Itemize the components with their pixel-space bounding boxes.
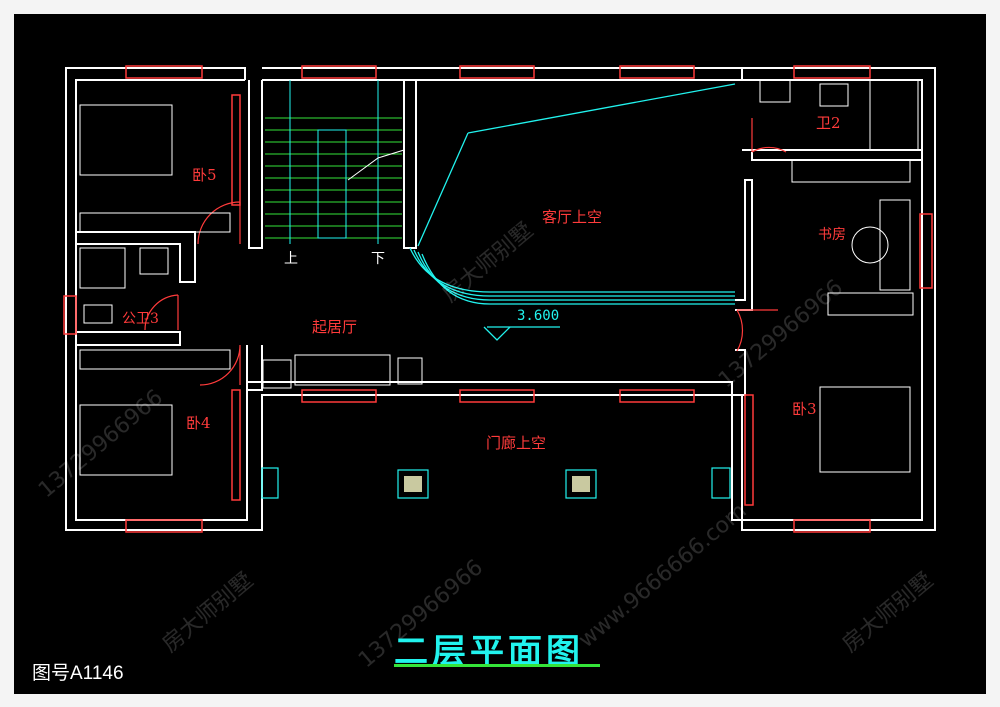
- sofa: [294, 354, 391, 386]
- door-swing: [199, 344, 241, 386]
- title-underline: [394, 664, 600, 667]
- side-table: [397, 357, 423, 385]
- furniture: [79, 79, 919, 476]
- window: [619, 65, 695, 79]
- door-swing: [144, 294, 179, 331]
- chair: [851, 226, 889, 264]
- column-core: [572, 476, 590, 492]
- window: [919, 213, 933, 289]
- elevation-marker: [483, 326, 511, 341]
- wardrobe: [79, 212, 231, 233]
- staircase: [265, 80, 405, 244]
- window: [63, 295, 77, 335]
- study-wall: [735, 179, 753, 311]
- stair-well: [317, 129, 347, 239]
- void-diagonal: [467, 83, 736, 134]
- column: [711, 467, 731, 499]
- room-label-bedroom5: 卧5: [192, 166, 217, 184]
- room-label-study: 书房: [818, 227, 846, 243]
- room-label-public-bath3: 公卫3: [122, 311, 159, 327]
- living-void-outline: [409, 83, 736, 341]
- room-label-bedroom3: 卧3: [792, 400, 817, 418]
- window: [619, 389, 695, 403]
- wardrobe: [79, 349, 231, 370]
- bookshelf: [791, 159, 911, 183]
- stair-right-wall: [403, 80, 417, 249]
- void-curve: [409, 247, 735, 293]
- bath3-wall: [76, 331, 181, 346]
- stair-direction: [347, 149, 405, 181]
- cad-canvas: 13729966966 房大师别墅 13729966966 www.966666…: [14, 14, 986, 694]
- basin: [759, 79, 791, 103]
- door-swing: [736, 309, 778, 352]
- void-curve: [413, 249, 735, 297]
- window: [459, 389, 535, 403]
- bed: [79, 404, 173, 476]
- room-label-bath2: 卫2: [816, 114, 841, 132]
- bed: [819, 386, 911, 473]
- desk: [879, 199, 911, 291]
- toilet: [819, 83, 849, 107]
- door-swing: [197, 201, 241, 245]
- sink: [139, 247, 169, 275]
- window: [231, 94, 241, 206]
- column: [261, 467, 279, 499]
- bedroom5-wall: [76, 231, 196, 283]
- window: [459, 65, 535, 79]
- window: [301, 65, 377, 79]
- window: [793, 519, 871, 533]
- bathtub: [869, 79, 919, 151]
- window: [793, 65, 871, 79]
- bath2-wall: [742, 149, 923, 161]
- stair-down-label: 下: [371, 251, 385, 267]
- bedroom4-wall: [246, 345, 263, 391]
- porch-columns: [261, 467, 731, 499]
- column-core: [404, 476, 422, 492]
- void-curve: [417, 251, 735, 301]
- room-label-bedroom4: 卧4: [186, 414, 211, 432]
- armchair: [262, 359, 292, 389]
- window: [231, 389, 241, 501]
- cabinet: [827, 292, 914, 316]
- drawing-number: 图号A1146: [32, 663, 124, 684]
- elevation-label: 3.600: [517, 308, 560, 324]
- toilet: [83, 304, 113, 324]
- void-edge: [417, 132, 469, 247]
- room-label-family-room: 起居厅: [312, 318, 358, 336]
- column: [397, 469, 429, 499]
- left-wing-wall: [65, 67, 936, 531]
- window: [125, 519, 203, 533]
- void-curve: [421, 253, 735, 305]
- bedroom3-wall: [735, 349, 746, 396]
- floor-plan-drawing: [63, 65, 936, 533]
- room-label-living-void: 客厅上空: [542, 208, 603, 226]
- windows: [63, 65, 933, 533]
- window: [301, 389, 377, 403]
- room-label-porch-void: 门廊上空: [486, 434, 547, 452]
- window: [125, 65, 203, 79]
- stair-left-wall: [248, 80, 263, 249]
- column: [565, 469, 597, 499]
- shower: [79, 247, 126, 289]
- door-swing: [751, 118, 787, 153]
- stair-up-label: 上: [284, 251, 298, 267]
- window: [744, 394, 754, 506]
- bed: [79, 104, 173, 176]
- doors: [144, 118, 787, 386]
